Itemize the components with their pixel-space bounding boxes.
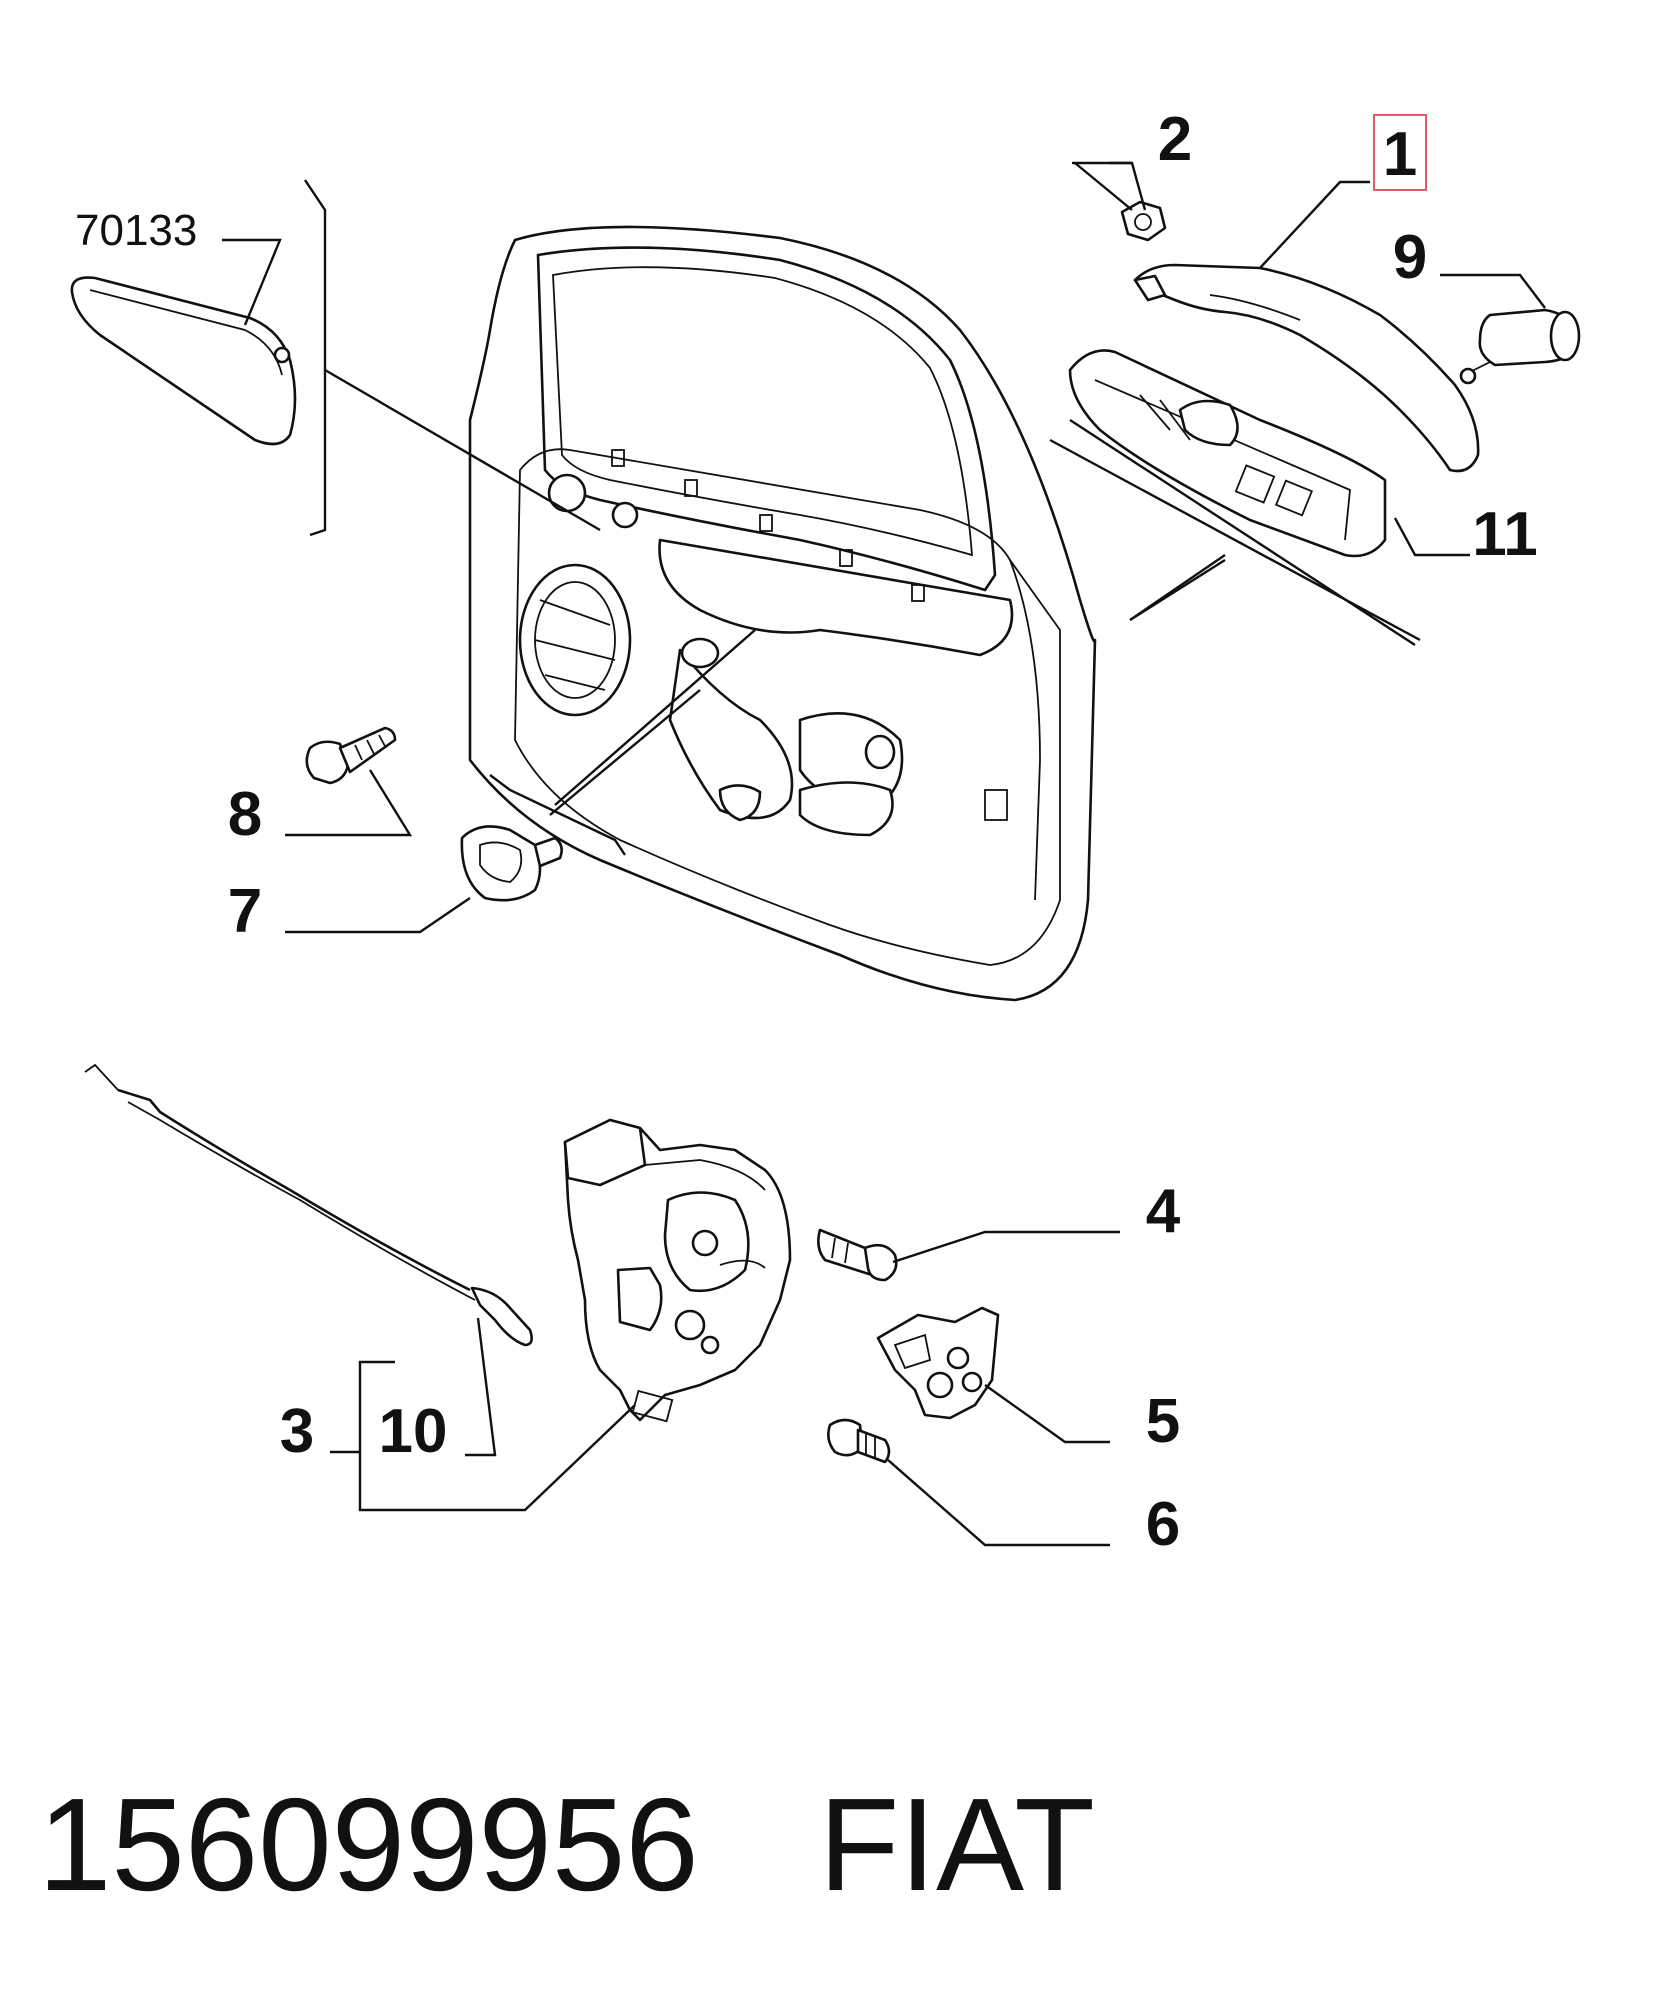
striker-plate-5: 5 [876, 1306, 1180, 1456]
screw-6: 6 [827, 1418, 1180, 1559]
callout-3: 3 [280, 1397, 314, 1466]
door-panel [468, 225, 1097, 1002]
callout-1: 1 [1383, 120, 1417, 189]
callout-11: 11 [1472, 500, 1538, 569]
callout-4: 4 [1146, 1177, 1181, 1246]
mirror-part: 70133 [70, 206, 297, 446]
callout-8: 8 [228, 780, 262, 849]
brand-name: FIAT [818, 1771, 1095, 1918]
door-lock-mechanism: 3 10 [280, 1118, 792, 1512]
callout-9: 9 [1393, 223, 1427, 292]
diagram-canvas: 70133 1 2 9 11 [70, 105, 1581, 1559]
callout-7: 7 [228, 877, 262, 946]
callout-5: 5 [1146, 1387, 1180, 1456]
part-number: 156099956 [38, 1771, 699, 1918]
callout-6: 6 [1146, 1490, 1180, 1559]
door-handle-assembly: 1 2 9 11 [1068, 105, 1581, 647]
bolt-and-clip: 8 7 [228, 726, 563, 946]
highlight-box [1373, 114, 1427, 191]
callout-70133: 70133 [75, 206, 197, 255]
release-cable [84, 1063, 533, 1457]
part-footer: 156099956 FIAT [38, 1745, 1638, 1945]
callout-2: 2 [1158, 105, 1192, 174]
exploded-parts-diagram: 70133 1 2 9 11 [70, 105, 1581, 1559]
bolt-4: 4 [817, 1177, 1181, 1282]
callout-10: 10 [379, 1397, 448, 1466]
